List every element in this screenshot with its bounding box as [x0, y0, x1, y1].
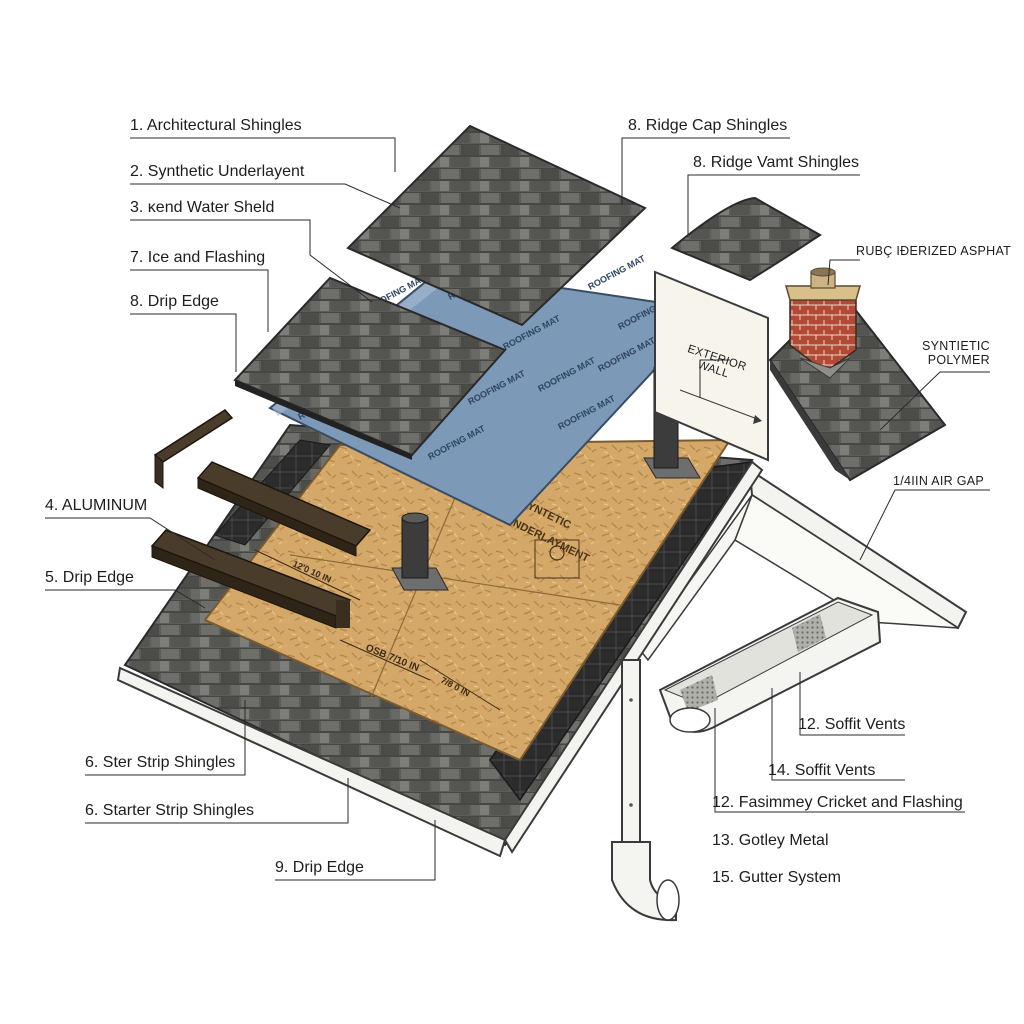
label-ridge-cap-shingles: 8. Ridge Cap Shingles — [628, 117, 787, 135]
label-drip-edge-8: 8. Drip Edge — [130, 293, 219, 311]
label-ice-and-flashing: 7. Ice and Flashing — [130, 249, 265, 267]
label-aluminum: 4. ALUMINUM — [45, 497, 147, 515]
label-synthetic-polymer: SYNTIETIC POLYMER — [900, 339, 990, 367]
label-synthetic-underlayment: 2. Synthetic Underlayent — [130, 163, 304, 181]
underlayment-print-7: ROOFING MAT — [586, 253, 647, 292]
label-drip-edge-9: 9. Drip Edge — [275, 859, 364, 877]
label-rubberized-asphalt: RUBÇ IÐERIZED ASPHAT — [856, 244, 1011, 258]
label-gutter-system: 15. Gutter System — [712, 869, 841, 887]
gutter-section — [660, 598, 880, 732]
label-gutter-metal: 13. Gotley Metal — [712, 832, 829, 850]
chimney-roof-section — [770, 268, 945, 480]
label-soffit-vents-14: 14. Soffit Vents — [768, 762, 875, 780]
label-chimney-cricket-flashing: 12. Fasimmey Cricket and Flashing — [712, 794, 963, 812]
label-soffit-vents-12: 12. Soffit Vents — [798, 716, 905, 734]
label-architectural-shingles: 1. Architectural Shingles — [130, 117, 302, 135]
label-drip-edge-5: 5. Drip Edge — [45, 569, 134, 587]
label-air-gap: 1/4IIN AIR GAP — [893, 474, 984, 488]
ridge-cap-piece — [672, 198, 820, 280]
label-starter-strip-shingles: 6. Starter Strip Shingles — [85, 802, 254, 820]
label-ice-water-shield: 3. ĸend Water Sheld — [130, 199, 274, 217]
label-ster-strip-shingles: 6. Ster Strip Shingles — [85, 754, 235, 772]
label-ridge-vent-shingles: 8. Ridge Vamt Shingles — [693, 154, 859, 172]
